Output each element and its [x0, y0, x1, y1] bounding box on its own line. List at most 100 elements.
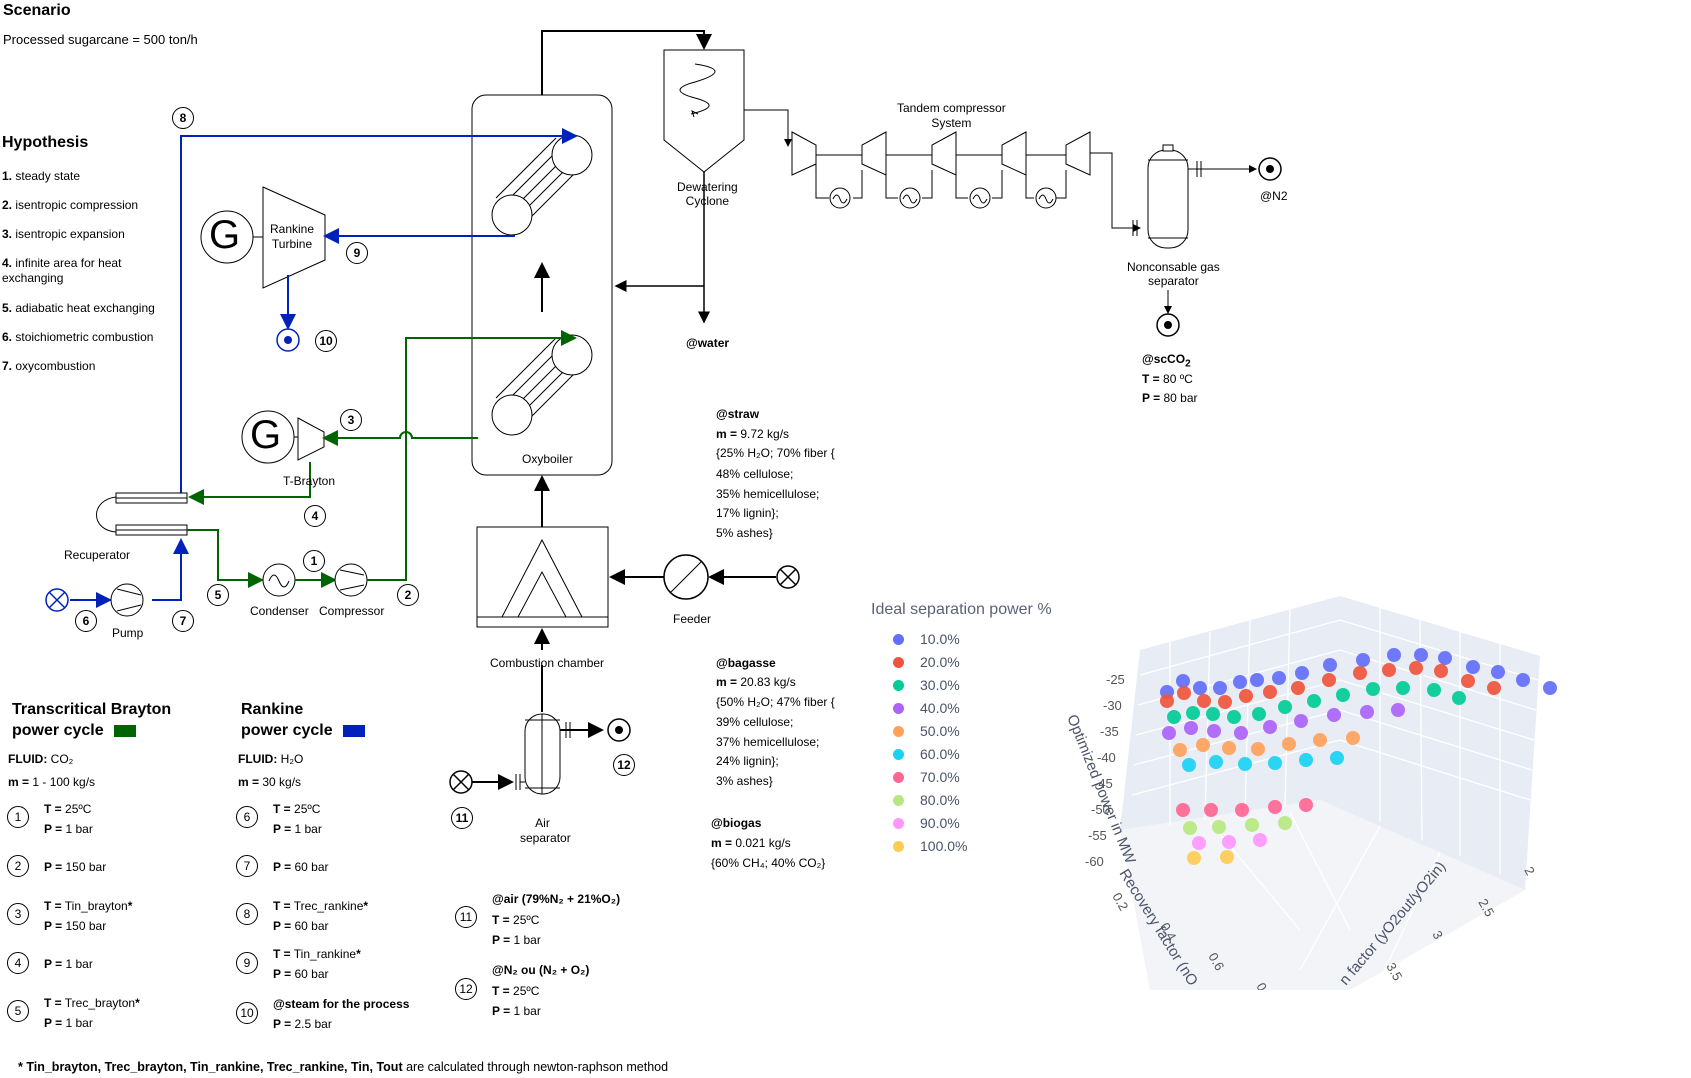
scatter-point[interactable]	[1346, 731, 1360, 745]
scatter-point[interactable]	[1239, 689, 1253, 703]
scatter-point[interactable]	[1452, 691, 1466, 705]
scatter-point[interactable]	[1186, 706, 1200, 720]
scatter-point[interactable]	[1251, 742, 1265, 756]
combustion-chamber-label: Combustion chamber	[490, 656, 605, 670]
scatter-point[interactable]	[1278, 700, 1292, 714]
scatter-point[interactable]	[1234, 726, 1248, 740]
scatter-point[interactable]	[1218, 695, 1232, 709]
legend-swatch[interactable]	[893, 841, 904, 852]
scatter-point[interactable]	[1222, 835, 1236, 849]
legend-swatch[interactable]	[893, 772, 904, 783]
scatter-point[interactable]	[1212, 820, 1226, 834]
scatter-point[interactable]	[1323, 658, 1337, 672]
scatter-point[interactable]	[1487, 681, 1501, 695]
scatter-point[interactable]	[1268, 800, 1282, 814]
hypothesis-item: 2. isentropic compression	[2, 198, 139, 212]
scatter-point[interactable]	[1382, 663, 1396, 677]
scatter-point[interactable]	[1491, 665, 1505, 679]
scatter-point[interactable]	[1409, 661, 1423, 675]
scatter-point[interactable]	[1160, 694, 1174, 708]
legend-label: 80.0%	[920, 792, 960, 808]
scatter-point[interactable]	[1278, 816, 1292, 830]
scatter-point[interactable]	[1263, 685, 1277, 699]
scatter-point[interactable]	[1366, 682, 1380, 696]
scatter-point[interactable]	[1176, 803, 1190, 817]
scatter-point[interactable]	[1250, 673, 1264, 687]
scatter-point[interactable]	[1245, 818, 1259, 832]
scatter-point[interactable]	[1434, 664, 1448, 678]
scatter-point[interactable]	[1516, 673, 1530, 687]
rankine-point-9: 9	[236, 952, 258, 974]
scatter-point[interactable]	[1187, 851, 1201, 865]
scatter-point[interactable]	[1438, 651, 1452, 665]
scatter-point[interactable]	[1282, 737, 1296, 751]
scatter-point[interactable]	[1268, 756, 1282, 770]
scatter-point[interactable]	[1322, 673, 1336, 687]
scatter-point[interactable]	[1213, 681, 1227, 695]
scatter-point[interactable]	[1391, 703, 1405, 717]
scatter-point[interactable]	[1182, 758, 1196, 772]
legend-swatch[interactable]	[893, 657, 904, 668]
scatter-point[interactable]	[1220, 850, 1234, 864]
scatter-point[interactable]	[1193, 681, 1207, 695]
scatter-point[interactable]	[1543, 681, 1557, 695]
scatter-point[interactable]	[1294, 714, 1308, 728]
scatter-point[interactable]	[1356, 653, 1370, 667]
scatter-point[interactable]	[1177, 686, 1191, 700]
scatter-point[interactable]	[1307, 694, 1321, 708]
scatter-point[interactable]	[1253, 833, 1267, 847]
scatter-point[interactable]	[1336, 688, 1350, 702]
scatter-point[interactable]	[1162, 726, 1176, 740]
scatter-point[interactable]	[1263, 720, 1277, 734]
scatter-point[interactable]	[1461, 674, 1475, 688]
scatter-point[interactable]	[1252, 707, 1266, 721]
scatter-point[interactable]	[1183, 821, 1197, 835]
scatter-point[interactable]	[1299, 798, 1313, 812]
scatter-point[interactable]	[1173, 743, 1187, 757]
scatter-point[interactable]	[1427, 683, 1441, 697]
scatter-3d-chart[interactable]: -25-30-35-40-45-50-55-60 0.20.40.60.8 22…	[1050, 590, 1650, 990]
recuperator	[96, 492, 188, 536]
scatter-point[interactable]	[1360, 705, 1374, 719]
scatter-point[interactable]	[1313, 733, 1327, 747]
scatter-point[interactable]	[1327, 708, 1341, 722]
scatter-point[interactable]	[1291, 681, 1305, 695]
stream-12-marker: 12	[613, 754, 635, 776]
scatter-point[interactable]	[1227, 710, 1241, 724]
scatter-point[interactable]	[1295, 666, 1309, 680]
legend-swatch[interactable]	[893, 818, 904, 829]
chart-legend-title: Ideal separation power %	[871, 601, 1052, 618]
legend-swatch[interactable]	[893, 726, 904, 737]
scatter-point[interactable]	[1238, 757, 1252, 771]
scatter-point[interactable]	[1184, 721, 1198, 735]
water-inlet-valve-icon	[45, 588, 69, 612]
scatter-point[interactable]	[1176, 674, 1190, 688]
scatter-point[interactable]	[1167, 710, 1181, 724]
legend-swatch[interactable]	[893, 680, 904, 691]
scatter-point[interactable]	[1197, 694, 1211, 708]
scatter-point[interactable]	[1196, 738, 1210, 752]
scatter-point[interactable]	[1396, 681, 1410, 695]
legend-swatch[interactable]	[893, 749, 904, 760]
scatter-point[interactable]	[1330, 751, 1344, 765]
scatter-point[interactable]	[1414, 648, 1428, 662]
scatter-point[interactable]	[1299, 753, 1313, 767]
scatter-point[interactable]	[1466, 660, 1480, 674]
scenario-title: Scenario	[3, 2, 71, 19]
legend-swatch[interactable]	[893, 795, 904, 806]
scatter-point[interactable]	[1387, 648, 1401, 662]
scatter-point[interactable]	[1207, 724, 1221, 738]
legend-swatch[interactable]	[893, 634, 904, 645]
scatter-point[interactable]	[1209, 755, 1223, 769]
scatter-point[interactable]	[1235, 803, 1249, 817]
scatter-point[interactable]	[1272, 671, 1286, 685]
scatter-point[interactable]	[1353, 666, 1367, 680]
scatter-point[interactable]	[1206, 707, 1220, 721]
scatter-point[interactable]	[1192, 836, 1206, 850]
brayton-point-3-T: T = Tin_brayton*	[44, 899, 133, 913]
legend-swatch[interactable]	[893, 703, 904, 714]
scatter-point[interactable]	[1233, 675, 1247, 689]
scatter-point[interactable]	[1222, 741, 1236, 755]
scatter-point[interactable]	[1204, 803, 1218, 817]
